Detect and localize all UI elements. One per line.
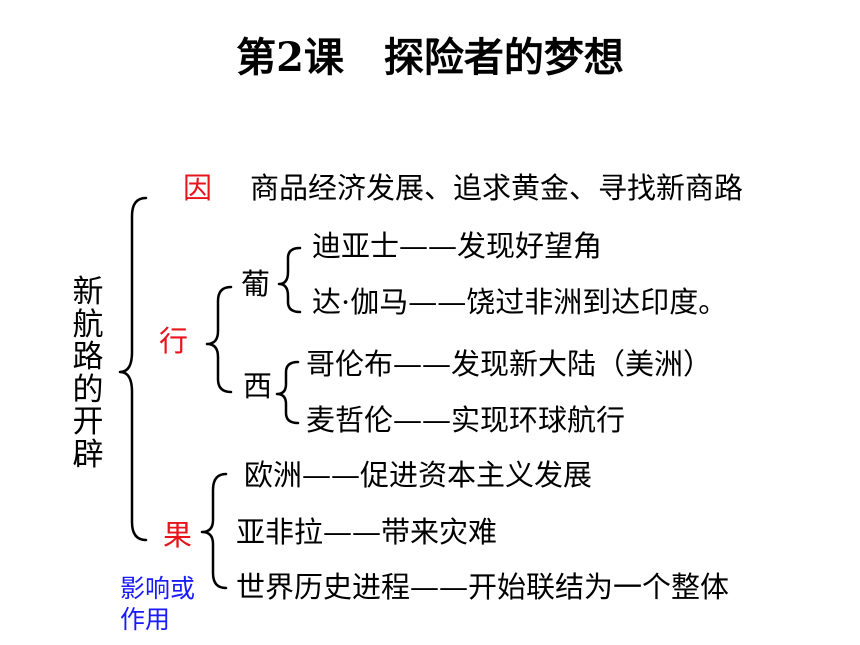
effect-note: 影响或作用	[120, 574, 196, 634]
portugal-item-1: 迪亚士——发现好望角	[312, 229, 603, 263]
page-title: 第2课 探险者的梦想	[236, 34, 624, 81]
main-brace	[118, 196, 148, 542]
spain-key: 西	[243, 369, 273, 403]
portugal-key: 葡	[241, 267, 271, 301]
cause-key: 因	[183, 171, 213, 205]
voyage-brace	[205, 285, 233, 394]
effect-item-1: 欧洲——促进资本主义发展	[244, 458, 593, 492]
portugal-brace	[277, 246, 302, 314]
spain-brace	[275, 360, 300, 425]
portugal-item-2: 达·伽马——饶过非洲到达印度。	[312, 285, 728, 319]
spain-item-2: 麦哲伦——实现环球航行	[306, 403, 626, 437]
voyage-key: 行	[159, 324, 189, 358]
effect-key: 果	[163, 518, 193, 552]
effect-brace	[200, 472, 228, 590]
topic-label-vertical: 新航路的开辟	[72, 274, 104, 473]
effect-item-2: 亚非拉——带来灾难	[236, 515, 498, 549]
effect-item-3: 世界历史进程——开始联结为一个整体	[236, 570, 730, 604]
cause-text: 商品经济发展、追求黄金、寻找新商路	[250, 171, 744, 205]
spain-item-1: 哥伦布——发现新大陆（美洲）	[306, 347, 713, 381]
